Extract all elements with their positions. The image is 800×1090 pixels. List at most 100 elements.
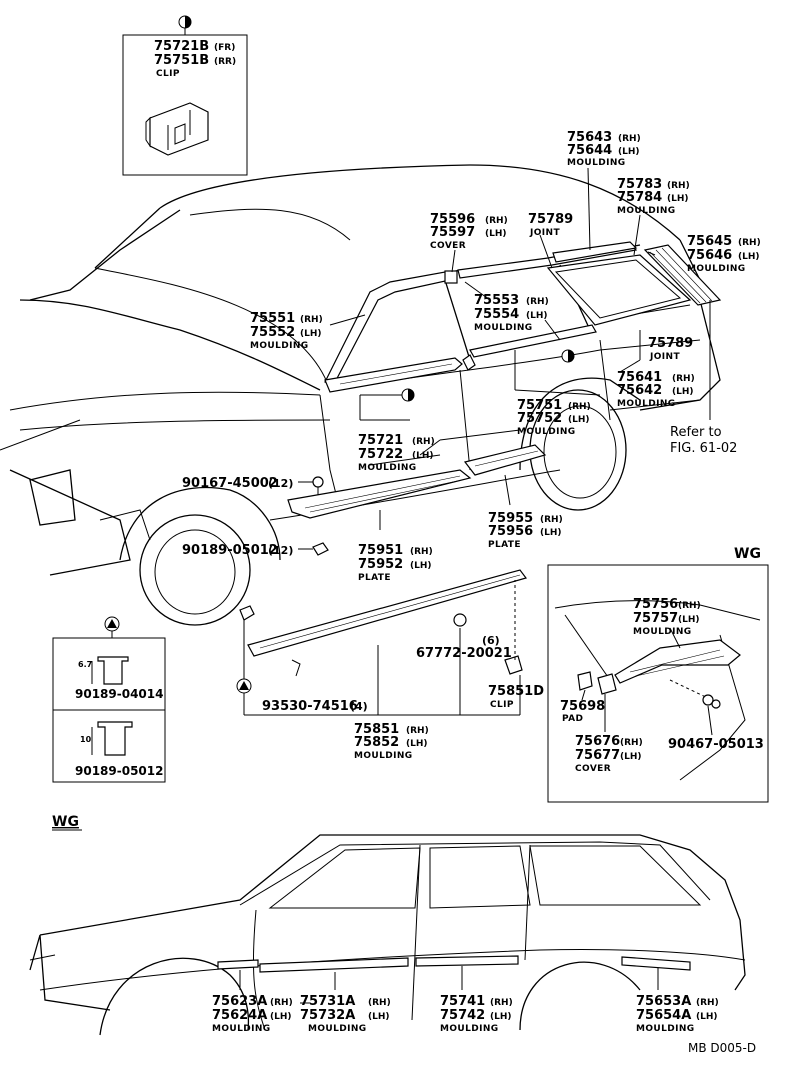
svg-text:MOULDING: MOULDING — [354, 751, 413, 761]
half-circle-icon — [561, 349, 575, 363]
svg-text:(RH): (RH) — [270, 998, 293, 1008]
svg-text:(RH): (RH) — [368, 998, 391, 1008]
wagon-section: WG 75623A (RH) 75624A — [29, 814, 746, 1036]
svg-text:(RH): (RH) — [406, 726, 429, 736]
label-75751: 75751 — [517, 398, 562, 413]
label-75851: 75851 — [354, 722, 399, 737]
label-75784: 75784 — [617, 190, 662, 205]
wg-bottom-heading: WG — [52, 814, 79, 830]
svg-text:(LH): (LH) — [678, 615, 700, 625]
refer-to-label: Refer to — [670, 425, 722, 440]
svg-text:MOULDING: MOULDING — [636, 1024, 695, 1034]
svg-text:(RH): (RH) — [738, 238, 761, 248]
label-75551: 75551 — [250, 311, 295, 326]
svg-text:(RH): (RH) — [667, 181, 690, 191]
labels-main: 75643 (RH) 75644 (LH) MOULDING 75783 (RH… — [182, 130, 761, 761]
clip-fr-number: 75721B — [154, 39, 209, 54]
label-75596: 75596 — [430, 212, 475, 227]
triangle-icon — [236, 678, 252, 694]
sedan-body-drawing — [0, 164, 721, 626]
svg-text:(LH): (LH) — [526, 311, 548, 321]
inset-dim-2: 10 — [80, 735, 92, 744]
label-75752: 75752 — [517, 411, 562, 426]
svg-text:PLATE: PLATE — [358, 573, 391, 583]
label-75789-b: 75789 — [648, 336, 693, 351]
nut-inset: 6.7 90189-04014 10 90189-05012 — [52, 616, 166, 783]
svg-text:MOULDING: MOULDING — [633, 627, 692, 637]
svg-text:MOULDING: MOULDING — [440, 1024, 499, 1034]
label-75757: 75757 — [633, 611, 678, 626]
label-75553: 75553 — [474, 293, 519, 308]
clip-fr-suffix: (FR) — [214, 43, 235, 53]
svg-text:(RH): (RH) — [412, 437, 435, 447]
svg-text:(LH): (LH) — [568, 415, 590, 425]
label-75552: 75552 — [250, 325, 295, 340]
svg-text:MOULDING: MOULDING — [250, 341, 309, 351]
label-75951: 75951 — [358, 543, 403, 558]
svg-text:(LH): (LH) — [672, 387, 694, 397]
svg-text:(LH): (LH) — [738, 252, 760, 262]
svg-text:(RH): (RH) — [540, 515, 563, 525]
label-75789-a: 75789 — [528, 212, 573, 227]
svg-text:MOULDING: MOULDING — [617, 206, 676, 216]
wagon-body-drawing — [29, 834, 746, 1036]
svg-text:CLIP: CLIP — [490, 700, 514, 710]
svg-text:(12): (12) — [268, 477, 293, 490]
svg-text:(LH): (LH) — [485, 229, 507, 239]
inset-dim-1: 6.7 — [78, 660, 92, 669]
label-75645: 75645 — [687, 234, 732, 249]
svg-text:COVER: COVER — [430, 241, 466, 251]
svg-text:(LH): (LH) — [412, 451, 434, 461]
clip-drawing — [145, 102, 209, 156]
svg-text:MOULDING: MOULDING — [212, 1024, 271, 1034]
label-75851d: 75851D — [488, 684, 544, 699]
half-circle-icon — [178, 15, 192, 29]
svg-text:(RH): (RH) — [678, 601, 701, 611]
label-67772-20021: 67772-20021 — [416, 646, 512, 661]
svg-text:MOULDING: MOULDING — [358, 463, 417, 473]
label-75956: 75956 — [488, 524, 533, 539]
svg-text:PLATE: PLATE — [488, 540, 521, 550]
svg-text:(RH): (RH) — [672, 374, 695, 384]
svg-text:(RH): (RH) — [300, 315, 323, 325]
label-93530-74516: 93530-74516 — [262, 699, 358, 714]
svg-text:(LH): (LH) — [490, 1012, 512, 1022]
label-90189-05012: 90189-05012 — [182, 543, 278, 558]
wg-inset-heading: WG — [734, 546, 761, 562]
svg-text:JOINT: JOINT — [649, 352, 680, 362]
svg-text:(RH): (RH) — [620, 738, 643, 748]
clip-inset: 75721B (FR) 75751B (RR) CLIP — [122, 15, 248, 176]
wg-inset: WG 75756 (RH) 75757 (LH) MOULDING 75698 … — [547, 546, 769, 803]
svg-text:(LH): (LH) — [696, 1012, 718, 1022]
svg-text:(RH): (RH) — [485, 216, 508, 226]
svg-text:(LH): (LH) — [620, 752, 642, 762]
svg-text:(LH): (LH) — [540, 528, 562, 538]
svg-text:MOULDING: MOULDING — [474, 323, 533, 333]
label-75721: 75721 — [358, 433, 403, 448]
label-75698: 75698 — [560, 699, 605, 714]
figure-code: MB D005-D — [688, 1041, 756, 1055]
svg-text:(RH): (RH) — [568, 402, 591, 412]
label-75676: 75676 — [575, 734, 620, 749]
label-75677: 75677 — [575, 748, 620, 763]
clip-rr-suffix: (RR) — [214, 57, 236, 67]
svg-text:(RH): (RH) — [526, 297, 549, 307]
label-75643: 75643 — [567, 130, 612, 145]
label-75732a: 75732A — [300, 1008, 355, 1023]
svg-text:(LH): (LH) — [667, 194, 689, 204]
svg-text:MOULDING: MOULDING — [567, 158, 626, 168]
svg-text:MOULDING: MOULDING — [308, 1024, 367, 1034]
label-75756: 75756 — [633, 597, 678, 612]
label-75952: 75952 — [358, 557, 403, 572]
svg-text:(LH): (LH) — [410, 561, 432, 571]
triangle-icon — [104, 616, 120, 632]
label-75722: 75722 — [358, 447, 403, 462]
label-75597: 75597 — [430, 225, 475, 240]
label-75554: 75554 — [474, 307, 519, 322]
leader-lines — [243, 167, 711, 716]
svg-text:COVER: COVER — [575, 764, 611, 774]
svg-text:JOINT: JOINT — [529, 228, 560, 238]
svg-text:(RH): (RH) — [696, 998, 719, 1008]
svg-text:(RH): (RH) — [618, 134, 641, 144]
